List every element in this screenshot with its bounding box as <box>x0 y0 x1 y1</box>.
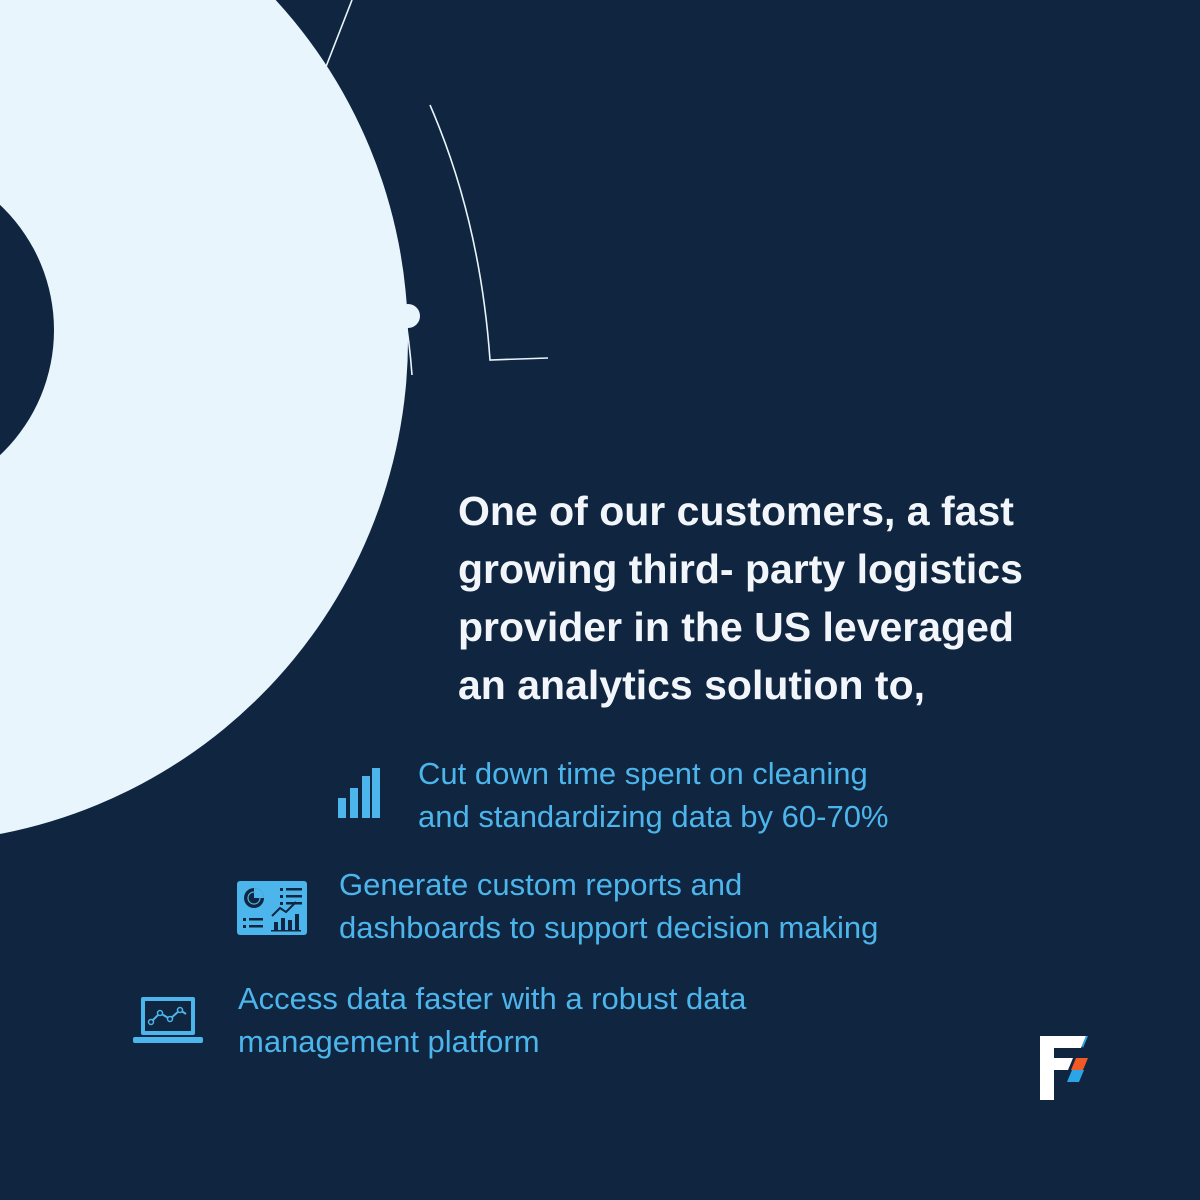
benefit-line: Access data faster with a robust data <box>238 981 747 1016</box>
benefit-item-cleaning: Cut down time spent on cleaning and stan… <box>418 752 889 838</box>
bar-chart-icon <box>338 768 380 818</box>
benefit-line: management platform <box>238 1024 540 1059</box>
benefit-line: Generate custom reports and <box>339 867 743 902</box>
benefit-item-access: Access data faster with a robust data ma… <box>238 977 746 1063</box>
headline-line: an analytics solution to, <box>458 662 926 708</box>
large-dot-shape <box>396 304 420 328</box>
light-circle-shape <box>0 0 408 834</box>
small-dot-shape <box>373 196 385 208</box>
benefit-line: Cut down time spent on cleaning <box>418 756 868 791</box>
brand-f-logo-icon <box>1040 1036 1088 1100</box>
headline-line: provider in the US leveraged <box>458 604 1014 650</box>
inner-dark-circle-shape <box>0 204 54 456</box>
arc-line-right <box>429 104 549 361</box>
laptop-analytics-icon <box>133 997 203 1043</box>
headline: One of our customers, a fast growing thi… <box>458 482 1158 714</box>
dashboard-report-icon <box>237 881 307 935</box>
arc-line-middle <box>312 99 413 376</box>
headline-line: growing third- party logistics <box>458 546 1023 592</box>
headline-line: One of our customers, a fast <box>458 488 1014 534</box>
arc-line-left <box>312 0 353 101</box>
benefit-line: and standardizing data by 60-70% <box>418 799 889 834</box>
benefit-item-reports: Generate custom reports and dashboards t… <box>339 863 878 949</box>
benefit-line: dashboards to support decision making <box>339 910 879 945</box>
